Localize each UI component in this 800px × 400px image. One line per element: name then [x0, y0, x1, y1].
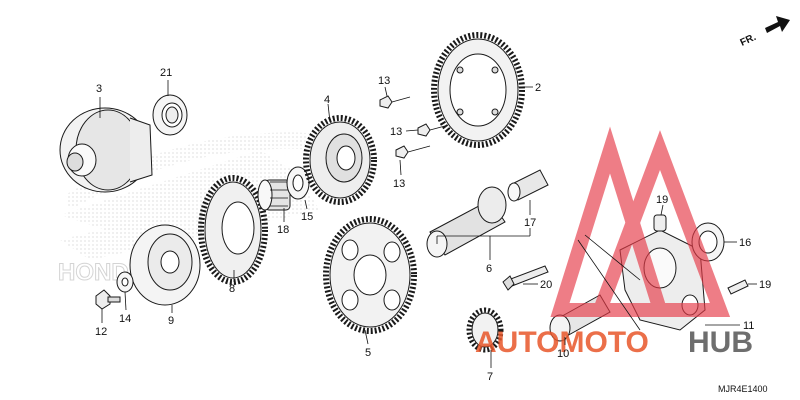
label-part-13a: 13	[378, 75, 390, 87]
part-13-bolts	[379, 95, 446, 159]
front-direction-arrow-icon	[765, 16, 790, 33]
part-5-large-gear	[323, 216, 417, 334]
brand-logo-icon	[550, 126, 731, 317]
label-part-18: 18	[277, 224, 289, 236]
part-6-splined-shaft	[426, 186, 507, 258]
brand-text-hub: HUB	[688, 326, 753, 359]
label-part-15: 15	[301, 211, 313, 223]
leader-lines	[99, 80, 757, 368]
part-18-needle-bearing	[257, 179, 291, 211]
label-part-16: 16	[739, 237, 751, 249]
part-15-washer	[286, 166, 310, 200]
label-part-21: 21	[160, 67, 172, 79]
label-part-19b: 19	[759, 279, 771, 291]
part-17-collar	[507, 169, 549, 202]
label-part-4: 4	[324, 94, 330, 106]
part-12-bolt	[95, 289, 121, 310]
front-direction-label: FR.	[739, 32, 758, 49]
front-direction-indicator: FR.	[739, 16, 790, 49]
label-part-12: 12	[95, 326, 107, 338]
part-21-bearing	[152, 94, 188, 136]
label-part-2: 2	[535, 82, 541, 94]
part-20-long-bolt	[502, 265, 549, 291]
label-part-5: 5	[365, 347, 371, 359]
label-part-8: 8	[229, 283, 235, 295]
part-7-small-gear	[466, 307, 504, 353]
label-part-20: 20	[540, 279, 552, 291]
brand-text-automoto: AUTOMOTO	[475, 326, 649, 359]
part-2-ring-gear	[431, 32, 525, 148]
part-4-idle-gear	[303, 115, 377, 205]
part-8-starter-driven-gear	[198, 175, 268, 285]
label-part-11: 11	[743, 320, 754, 332]
label-part-17: 17	[524, 217, 536, 229]
callout-labels: 3 21 4 2 13 13 13 8 18 15 5 7 9 14 12 17…	[95, 67, 771, 383]
part-9-clutch-outer	[129, 224, 201, 306]
part-19-dowel-pins	[653, 214, 749, 295]
label-part-6: 6	[486, 263, 492, 275]
label-part-13c: 13	[393, 178, 405, 190]
label-part-7: 7	[487, 371, 493, 383]
part-3-starter-clutch	[59, 107, 153, 193]
brand-watermark: AUTOMOTO HUB	[475, 126, 753, 359]
label-part-19a: 19	[656, 194, 668, 206]
diagram-code: MJR4E1400	[718, 384, 768, 394]
label-part-9: 9	[168, 315, 174, 327]
label-part-3: 3	[96, 83, 102, 95]
label-part-10: 10	[557, 348, 569, 360]
label-part-13b: 13	[390, 126, 402, 138]
part-14-washer	[116, 271, 134, 293]
label-part-14: 14	[119, 313, 131, 325]
